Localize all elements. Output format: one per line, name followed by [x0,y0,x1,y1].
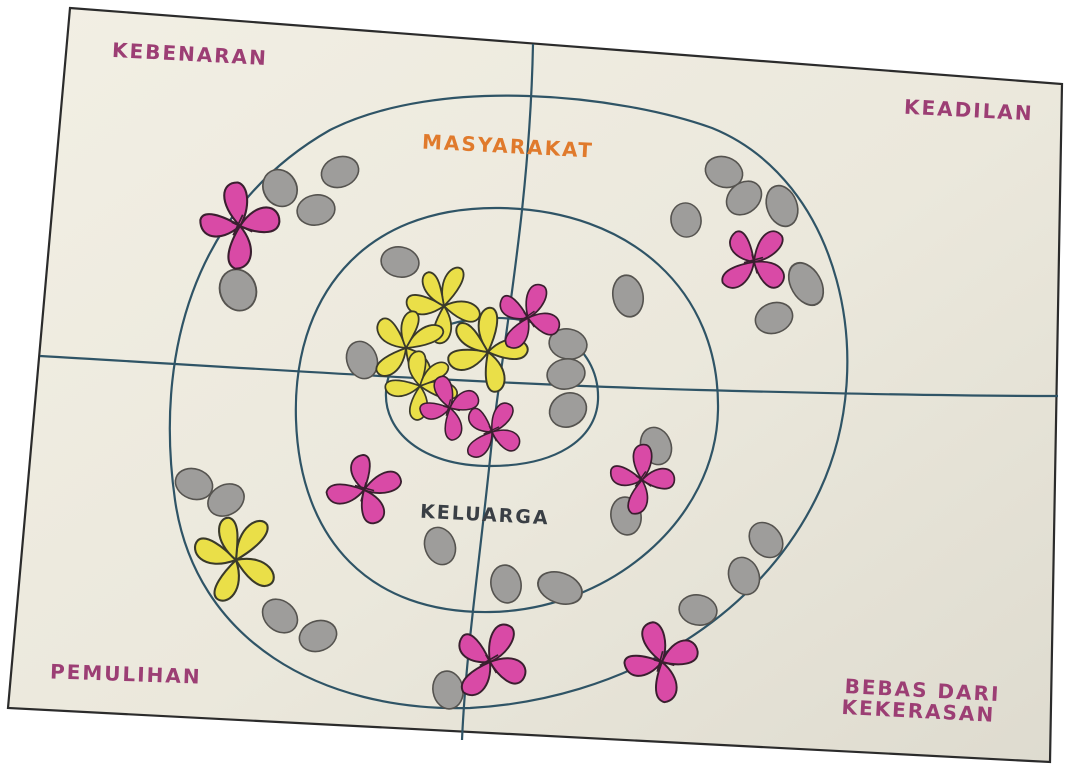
label-bebas-dari-kekerasan: BEBAS DARI KEKERASAN [841,676,1001,726]
paper-sheet [8,8,1062,762]
label-pemulihan: PEMULIHAN [50,661,202,687]
